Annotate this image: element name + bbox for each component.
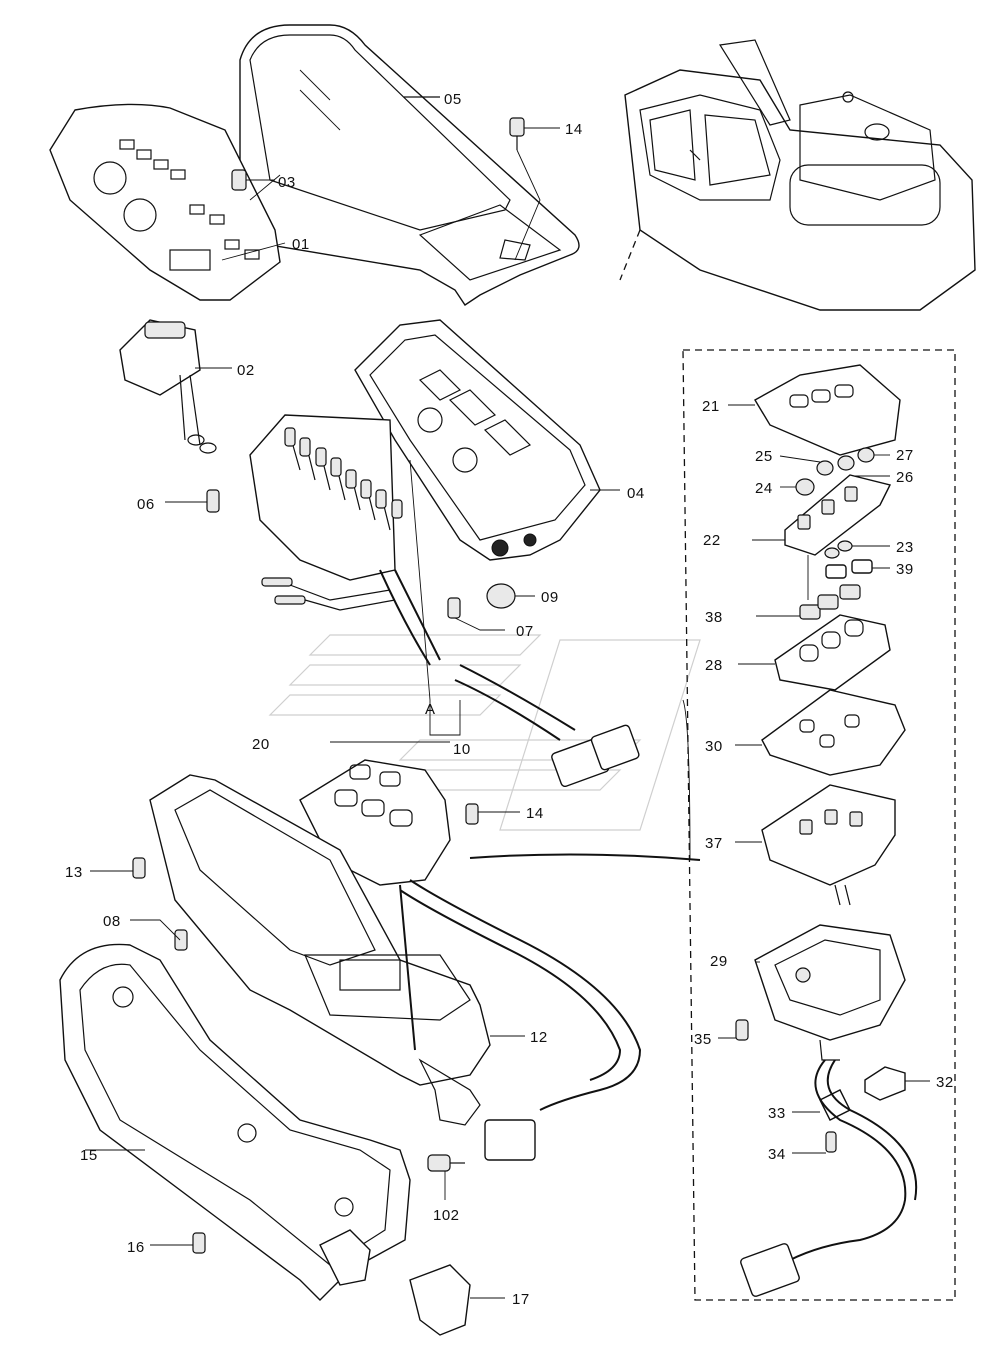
label-17: 17 [512, 1291, 530, 1308]
part-09-grommet [486, 583, 535, 609]
label-30: 30 [705, 738, 723, 755]
part-35-screw [718, 1019, 749, 1041]
label-26: 26 [896, 469, 914, 486]
part-39-cap [825, 559, 890, 579]
part-12-console-bracket [149, 774, 525, 1126]
label-01: 01 [292, 236, 310, 253]
part-37-circuit-module [735, 784, 896, 906]
label-29: 29 [710, 953, 728, 970]
label-27: 27 [896, 447, 914, 464]
label-07: 07 [516, 623, 534, 640]
label-03: 03 [278, 174, 296, 191]
part-13-screw [90, 857, 146, 879]
part-27-knob [857, 447, 890, 463]
part-17-cap [319, 1229, 505, 1336]
part-26-knob [837, 455, 890, 477]
label-32: 32 [936, 1074, 954, 1091]
part-102-screw [427, 1154, 465, 1200]
label-23: 23 [896, 539, 914, 556]
label-14-top: 14 [565, 121, 583, 138]
label-02: 02 [237, 362, 255, 379]
part-02-switch [119, 319, 232, 454]
label-detail-a: A [425, 701, 436, 718]
label-12: 12 [530, 1029, 548, 1046]
wiring-harness [249, 414, 441, 701]
label-09: 09 [541, 589, 559, 606]
label-39: 39 [896, 561, 914, 578]
label-28: 28 [705, 657, 723, 674]
part-labels: 01 02 03 04 05 06 07 08 09 10 12 13 14 1… [65, 91, 954, 1308]
part-29-base [754, 924, 906, 1061]
label-35: 35 [694, 1031, 712, 1048]
part-24-knob [780, 478, 815, 496]
part-22-circuit-board [752, 474, 892, 600]
part-32-clip [864, 1066, 930, 1101]
part-04-gauge-housing [354, 319, 620, 561]
label-21: 21 [702, 398, 720, 415]
part-28-panel [738, 614, 891, 691]
label-06: 06 [137, 496, 155, 513]
label-34: 34 [768, 1146, 786, 1163]
part-15-console-cover [59, 943, 411, 1301]
label-05: 05 [444, 91, 462, 108]
label-10: 10 [453, 741, 471, 758]
part-21-cover [728, 364, 901, 456]
part-23-spacer [824, 540, 890, 559]
label-24: 24 [755, 480, 773, 497]
label-25: 25 [755, 448, 773, 465]
label-15: 15 [80, 1147, 98, 1164]
part-08-screw [130, 919, 188, 951]
part-05-cover-panel [239, 24, 580, 306]
label-16: 16 [127, 1239, 145, 1256]
label-22: 22 [703, 532, 721, 549]
label-04: 04 [627, 485, 645, 502]
label-13: 13 [65, 864, 83, 881]
part-30-switch-body [735, 689, 906, 776]
connector-cable-10 [429, 664, 640, 788]
part-14-screw-top [509, 117, 560, 261]
label-37: 37 [705, 835, 723, 852]
excavator-overview-illustration [619, 39, 976, 311]
label-33: 33 [768, 1105, 786, 1122]
label-38: 38 [705, 609, 723, 626]
label-102: 102 [433, 1207, 460, 1224]
label-14-mid: 14 [526, 805, 544, 822]
part-14-screw-mid [465, 803, 520, 825]
lower-cable-connector [740, 1059, 918, 1297]
label-08: 08 [103, 913, 121, 930]
part-25-knob [779, 455, 834, 476]
part-01-gauge-panel [49, 103, 286, 301]
part-16-screw [150, 1232, 206, 1254]
part-38-cap [756, 584, 861, 620]
main-cable-route [399, 853, 701, 1161]
part-03-screw [231, 169, 275, 191]
part-34-screw [792, 1131, 837, 1154]
detail-A-frame [682, 349, 956, 1301]
part-07-screw [447, 597, 505, 631]
part-06-screw [165, 489, 220, 513]
label-20: 20 [252, 736, 270, 753]
